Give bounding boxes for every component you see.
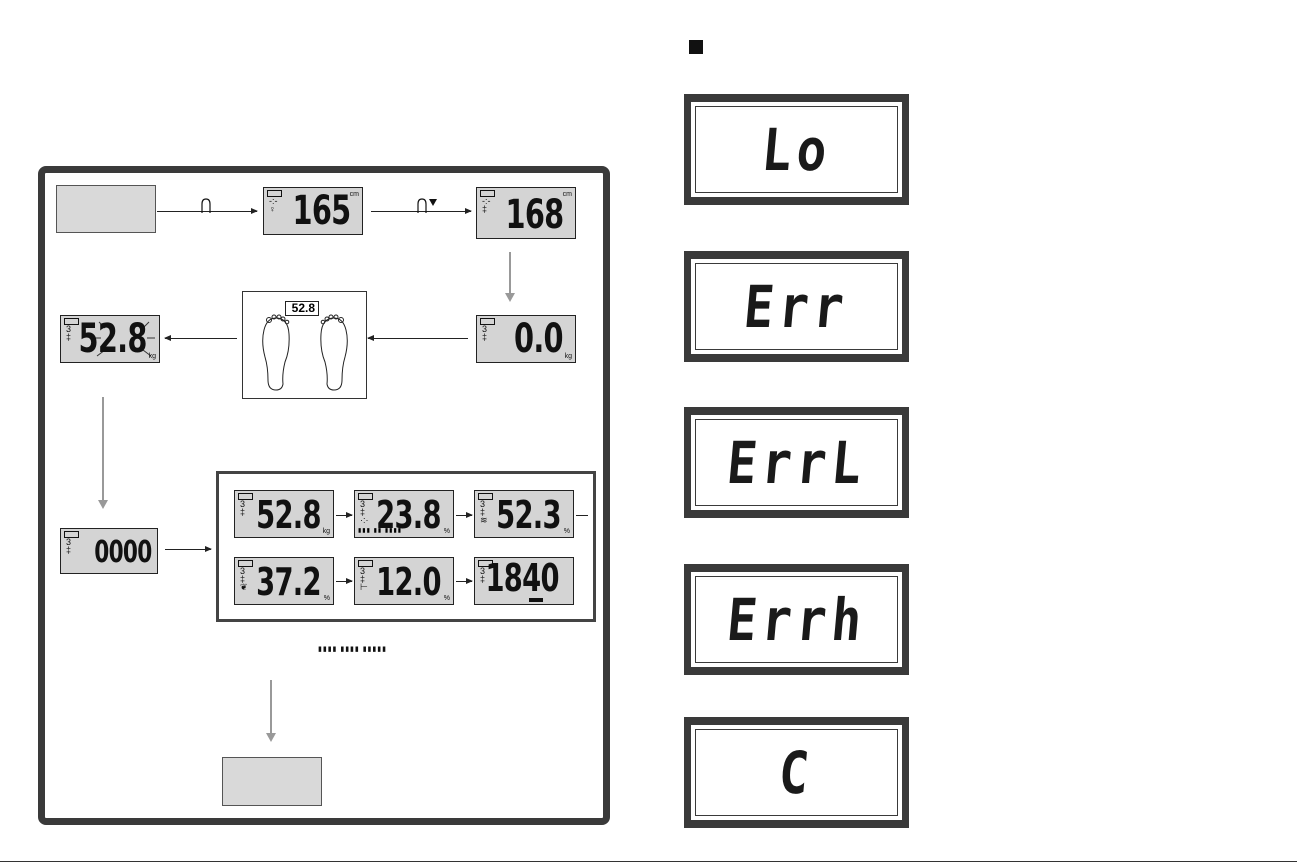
error-display-errl: ErrL — [684, 407, 909, 518]
measuring-display: 3‡ 0000 — [60, 528, 158, 574]
person-icon: -:-♀ — [269, 197, 278, 213]
result-body-fat: 3‡·:· ▮▮▮ ▮▮ ▮▮▮▮ 23.8 % — [354, 490, 454, 538]
finger-press-down-icon — [415, 195, 441, 215]
bone-icon: 3‡⊢ — [360, 567, 368, 591]
arrow — [336, 581, 352, 582]
arrow — [456, 515, 472, 516]
result-muscle: 3‡❦ 37.2 % — [234, 557, 334, 605]
black-square-icon — [689, 40, 703, 54]
height-display-168: -:-‡ 168 cm — [476, 187, 576, 239]
person-icon: 3‡·:· — [360, 500, 369, 524]
person-icon: 3‡ — [482, 325, 487, 341]
scale-illustration: 52.8 — [242, 291, 367, 399]
arrow-down — [270, 680, 272, 740]
muscle-icon: 3‡❦ — [240, 567, 248, 591]
result-calories: 3‡ 1840 — [474, 557, 574, 605]
error-display-errh: Errh — [684, 564, 909, 675]
person-icon: 3‡ — [66, 325, 71, 341]
error-display-c: C — [684, 717, 909, 828]
arrow — [368, 338, 468, 339]
arrow — [165, 549, 211, 550]
arrow-down — [102, 397, 104, 507]
kcal-badge-icon — [529, 598, 543, 602]
height-display-165: -:-♀ 165 cm — [263, 187, 363, 235]
zero-display: 3‡ 0.0 kg — [476, 315, 576, 363]
arrow — [165, 338, 237, 339]
arrow — [576, 515, 588, 516]
arrow — [456, 581, 472, 582]
page-bottom-rule — [0, 861, 1297, 862]
end-box — [222, 757, 322, 806]
fat-scale-bar-icon: ▮▮▮▮ ▮▮▮▮ ▮▮▮▮▮ — [318, 645, 387, 653]
result-bone: 3‡⊢ 12.0 % — [354, 557, 454, 605]
finger-press-icon — [199, 197, 213, 215]
water-icon: 3‡≋ — [480, 500, 488, 524]
person-icon: 3‡ — [66, 538, 71, 554]
arrow — [336, 515, 352, 516]
start-box — [56, 185, 156, 233]
left-foot-icon — [258, 312, 294, 392]
right-foot-icon — [316, 312, 352, 392]
arrow-down — [509, 252, 511, 300]
error-display-err: Err — [684, 251, 909, 362]
person-icon: 3‡ — [480, 567, 485, 583]
result-water: 3‡≋ 52.3 % — [474, 490, 574, 538]
person-icon: -:-‡ — [482, 197, 491, 213]
weight-blink-display: 3‡ 52.8 kg — [60, 315, 160, 363]
error-display-lo: Lo — [684, 94, 909, 205]
person-icon: 3‡ — [240, 500, 245, 516]
result-weight: 3‡ 52.8 kg — [234, 490, 334, 538]
